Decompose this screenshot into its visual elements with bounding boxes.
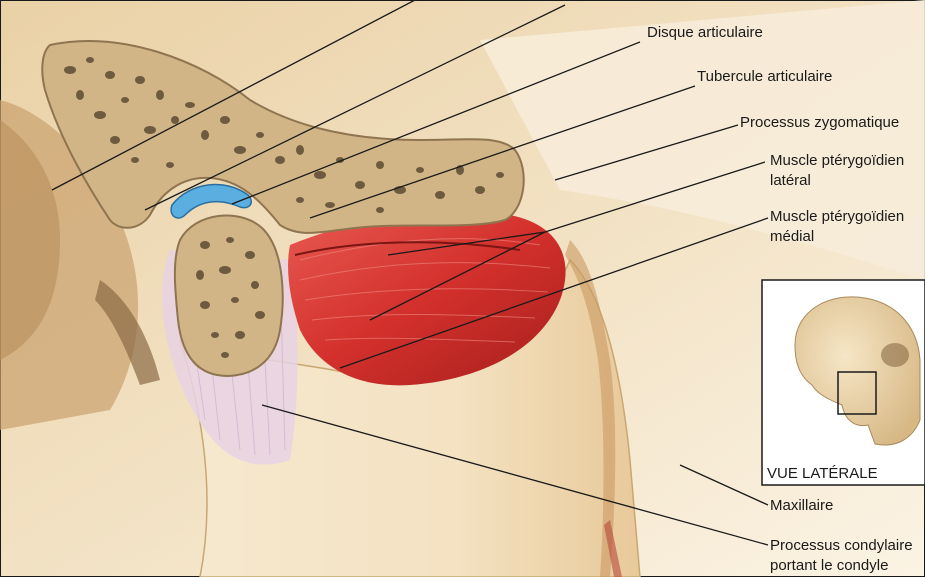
label-processus-condylaire-line2: portant le condyle: [770, 557, 888, 575]
label-tubercule-articulaire: Tubercule articulaire: [697, 68, 832, 86]
label-disque-articulaire: Disque articulaire: [647, 24, 763, 42]
inset-caption: VUE LATÉRALE: [767, 465, 878, 482]
label-processus-condylaire-line1: Processus condylaire: [770, 537, 913, 555]
label-maxillaire: Maxillaire: [770, 497, 833, 515]
label-pterygoidien-medial-line2: médial: [770, 228, 814, 246]
label-pterygoidien-medial-line1: Muscle ptérygoïdien: [770, 208, 904, 226]
label-pterygoidien-lateral-line1: Muscle ptérygoïdien: [770, 152, 904, 170]
label-processus-zygomatique: Processus zygomatique: [740, 114, 899, 132]
label-pterygoidien-lateral-line2: latéral: [770, 172, 811, 190]
